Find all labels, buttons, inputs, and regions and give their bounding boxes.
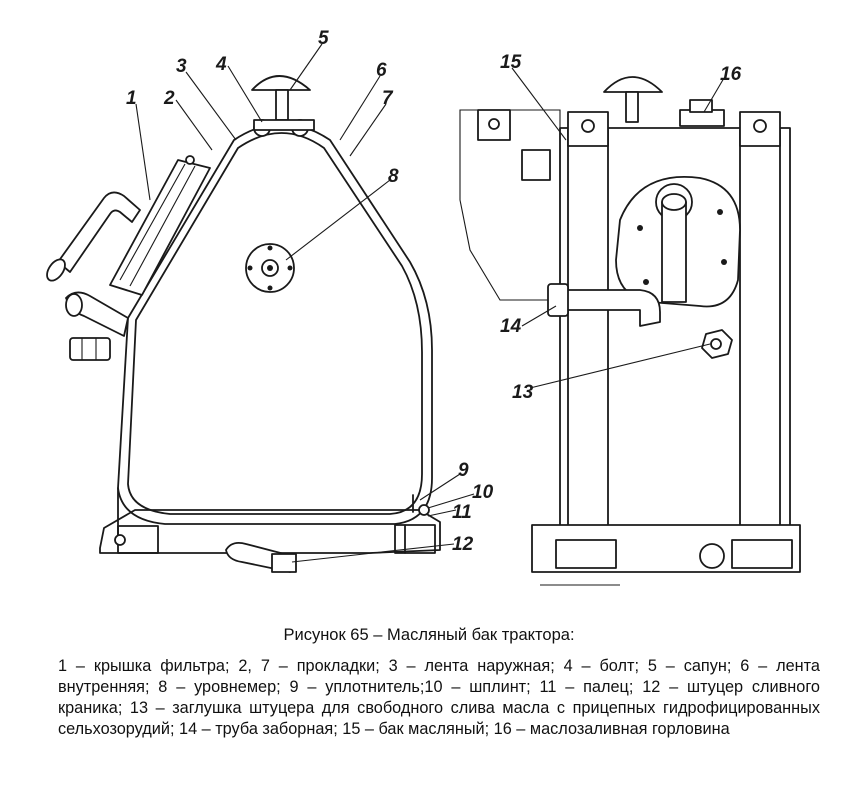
callout-labels: 1 2 3 4 5 6 7 8 9 10 11 12 13 14 15 16 [126,28,742,555]
figure-caption-title: Рисунок 65 – Масляный бак трактора: [283,626,575,644]
callout-9: 9 [458,460,469,481]
callout-13: 13 [512,382,534,403]
callout-7: 7 [382,88,394,109]
callout-16: 16 [720,64,742,85]
callout-14: 14 [500,316,522,337]
callout-5: 5 [318,28,329,49]
callout-6: 6 [376,60,387,81]
front-view [459,76,801,586]
callout-1: 1 [126,88,137,109]
callout-8: 8 [388,166,399,187]
figure-caption-legend: 1 – крышка фильтра; 2, 7 – прокладки; 3 … [58,657,820,738]
callout-11: 11 [452,502,472,523]
callout-15: 15 [500,52,522,73]
callout-2: 2 [163,88,175,109]
callout-3: 3 [176,56,187,77]
leader-lines [135,43,725,563]
oil-tank-drawing: 1 2 3 4 5 6 7 8 9 10 11 12 13 14 15 16 [46,28,801,586]
callout-4: 4 [215,54,227,75]
callout-12: 12 [452,534,474,555]
callout-10: 10 [472,482,494,503]
side-view [46,75,441,573]
